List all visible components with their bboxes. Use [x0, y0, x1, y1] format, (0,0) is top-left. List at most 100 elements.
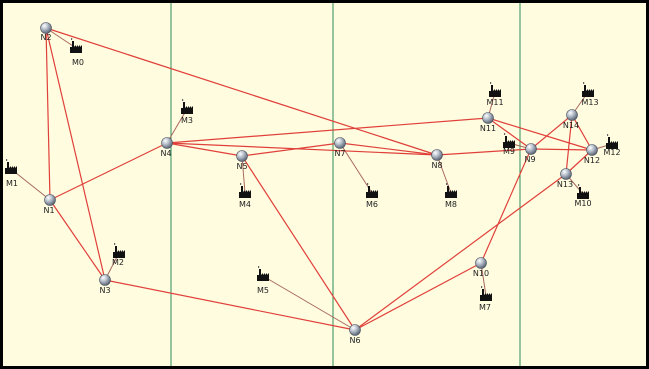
- node-label: N1: [43, 206, 54, 215]
- factory-icon: [582, 82, 594, 97]
- node-n10[interactable]: N10: [473, 257, 489, 279]
- node-n7[interactable]: N7: [334, 137, 346, 159]
- link-n3-n6: [104, 279, 356, 331]
- backbone-links: [45, 27, 593, 331]
- node-n11[interactable]: N11: [480, 112, 496, 134]
- machine-m7[interactable]: M7: [479, 286, 492, 312]
- factory-icon: [503, 133, 515, 148]
- factory-icon: [257, 266, 269, 281]
- node-label: N2: [40, 33, 51, 42]
- machine-label: M5: [257, 286, 269, 295]
- node-sphere-icon: [566, 109, 578, 121]
- link-n0-n1: [45, 27, 51, 201]
- machine-m10[interactable]: M10: [574, 184, 592, 208]
- machine-label: M9: [503, 147, 515, 156]
- node-label: N4: [160, 149, 171, 158]
- factory-icon: [445, 183, 457, 198]
- factory-icon: [5, 159, 17, 174]
- access-link-m5: [262, 275, 356, 331]
- node-n12[interactable]: N12: [584, 144, 600, 166]
- node-label: N6: [349, 336, 360, 345]
- machine-m13[interactable]: M13: [581, 82, 599, 107]
- factory-icon: [113, 243, 125, 258]
- link-n5-n6: [241, 155, 356, 331]
- factory-icon: [489, 82, 501, 97]
- node-sphere-icon: [99, 274, 111, 286]
- machine-label: M6: [366, 200, 378, 209]
- node-sphere-icon: [40, 22, 52, 34]
- machine-m9[interactable]: M9: [503, 133, 515, 156]
- canvas-background: [3, 3, 646, 366]
- link-n1-n4: [49, 142, 168, 201]
- node-label: N14: [563, 121, 579, 130]
- node-sphere-icon: [586, 144, 598, 156]
- link-n0-n8: [45, 27, 438, 156]
- link-n0-n3: [45, 27, 106, 281]
- machine-m6[interactable]: M6: [366, 183, 378, 209]
- link-n9-n10: [480, 148, 532, 264]
- node-label: N3: [99, 286, 110, 295]
- factory-icon: [181, 99, 193, 114]
- link-n12-n13: [565, 149, 593, 175]
- node-sphere-icon: [236, 150, 248, 162]
- link-n11-n12: [487, 117, 593, 151]
- node-sphere-icon: [431, 149, 443, 161]
- region-dividers: [170, 3, 521, 366]
- node-sphere-icon: [44, 194, 56, 206]
- node-n4[interactable]: N4: [160, 137, 173, 159]
- machine-m3[interactable]: M3: [181, 99, 193, 125]
- node-n9[interactable]: N9: [524, 143, 537, 165]
- node-n1[interactable]: N1: [43, 194, 56, 216]
- machine-label: M3: [181, 116, 193, 125]
- node-label: N11: [480, 124, 496, 133]
- node-sphere-icon: [482, 112, 494, 124]
- machine-label: M7: [479, 303, 491, 312]
- machine-label: M1: [6, 179, 18, 188]
- node-label: N7: [334, 149, 345, 158]
- machine-m8[interactable]: M8: [445, 183, 457, 209]
- access-link-m3: [166, 108, 188, 144]
- machine-m0[interactable]: M0: [70, 38, 84, 67]
- node-label: N9: [524, 155, 535, 164]
- machine-label: M13: [581, 98, 598, 107]
- node-n3[interactable]: N3: [99, 274, 111, 296]
- node-label: N10: [473, 269, 489, 278]
- link-n8-n9: [436, 148, 532, 156]
- machine-m5[interactable]: M5: [257, 266, 269, 295]
- link-n9-n14: [530, 114, 573, 150]
- node-label: N13: [557, 180, 573, 189]
- access-link-m4: [241, 155, 246, 194]
- link-n9-n12: [530, 148, 593, 151]
- node-n0[interactable]: N2: [40, 22, 52, 43]
- factory-icon: [480, 286, 492, 301]
- machine-m12[interactable]: M12: [603, 134, 621, 157]
- link-n4-n11: [166, 117, 489, 144]
- factory-icon: [239, 183, 251, 198]
- node-n8[interactable]: N8: [431, 149, 443, 171]
- factory-icon: [606, 134, 618, 149]
- machine-m1[interactable]: M1: [5, 159, 18, 188]
- machine-label: M2: [112, 258, 124, 267]
- node-sphere-icon: [525, 143, 537, 155]
- machine-m4[interactable]: M4: [239, 183, 251, 209]
- machine-m11[interactable]: M11: [486, 82, 504, 107]
- machine-label: M4: [239, 200, 251, 209]
- machine-m2[interactable]: M2: [112, 243, 125, 267]
- node-n14[interactable]: N14: [563, 109, 579, 131]
- node-label: N5: [236, 162, 247, 171]
- link-n7-n8: [339, 142, 438, 156]
- node-n13[interactable]: N13: [557, 168, 573, 190]
- factory-icon: [577, 184, 589, 199]
- node-sphere-icon: [560, 168, 572, 180]
- machine-label: M10: [574, 199, 591, 208]
- node-label: N8: [431, 161, 442, 170]
- access-link-m1: [10, 168, 51, 201]
- node-n6[interactable]: N6: [349, 324, 361, 346]
- link-n11-n9: [487, 117, 532, 150]
- link-n4-n5: [166, 142, 243, 157]
- node-n5[interactable]: N5: [236, 150, 248, 172]
